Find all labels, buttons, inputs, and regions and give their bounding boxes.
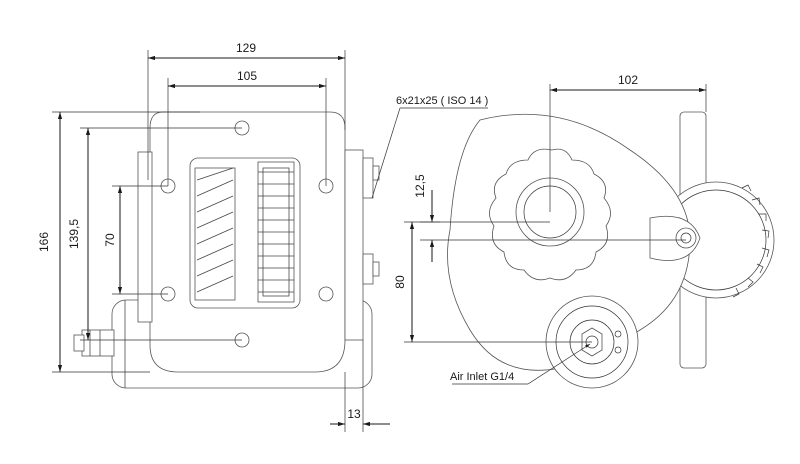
dim-13: 13 [330, 340, 390, 432]
dim-129: 129 [147, 41, 346, 180]
air-inlet-callout: Air Inlet G1/4 [450, 343, 591, 385]
dim-70-label: 70 [103, 233, 117, 247]
shaft-spec-callout: 6x21x25 ( ISO 14 ) [371, 95, 488, 199]
dim-80: 80 [393, 221, 592, 343]
air-fitting [81, 329, 115, 357]
helical-gear [194, 167, 236, 301]
dim-13-label: 13 [347, 407, 361, 421]
dim-105: 105 [167, 69, 327, 186]
air-inlet-label: Air Inlet G1/4 [450, 371, 514, 383]
front-view: 129 105 166 139,5 70 [37, 41, 488, 432]
dim-166-label: 166 [37, 232, 51, 252]
dim-166: 166 [37, 111, 200, 373]
shaft-spec-label: 6x21x25 ( ISO 14 ) [396, 95, 488, 107]
dim-139-5-label: 139,5 [67, 219, 81, 249]
dim-139-5: 139,5 [67, 127, 242, 341]
side-boss [649, 215, 701, 261]
dim-70: 70 [103, 185, 168, 295]
spur-gear [257, 161, 295, 303]
dim-80-label: 80 [393, 275, 407, 289]
dim-12-5: 12,5 [413, 174, 686, 262]
dim-105-label: 105 [237, 69, 257, 83]
dim-129-label: 129 [236, 41, 256, 55]
dim-102-label: 102 [618, 73, 638, 87]
dim-12-5-label: 12,5 [413, 174, 427, 198]
dim-102: 102 [549, 73, 707, 212]
output-stud-top [362, 157, 374, 199]
side-view: 102 12,5 80 Air Inlet G1/4 [393, 73, 775, 389]
output-stud-bottom [362, 253, 374, 285]
